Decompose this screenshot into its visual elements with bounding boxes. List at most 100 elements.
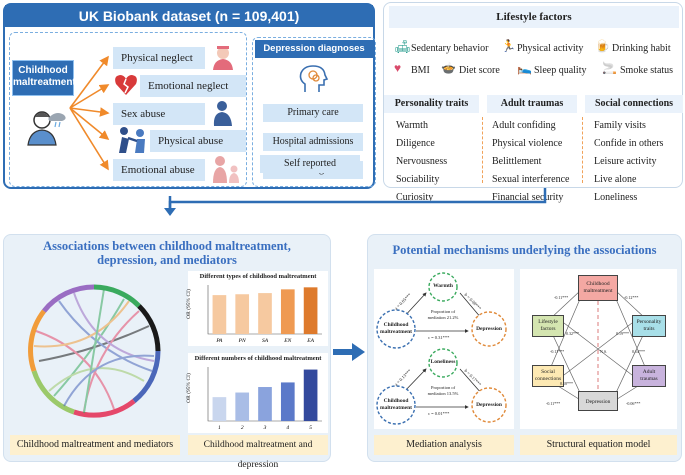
- med1-c: c = 0.31***: [428, 335, 450, 340]
- chart-tick-label: 3: [263, 425, 267, 431]
- associations-title-line2: depression, and mediators: [97, 253, 237, 267]
- sem-coef: 0.14***: [632, 349, 645, 354]
- parent-child-icon: [213, 156, 239, 183]
- sem-coef: -0.11***: [550, 349, 565, 354]
- heart-icon: ♥: [394, 61, 402, 75]
- med2-prop-line2: mediation 13.5%: [427, 391, 459, 396]
- diagnosis-primary-care: Primary care: [263, 104, 363, 122]
- chart-bar: [303, 369, 318, 421]
- social-item: Live alone: [594, 174, 637, 185]
- lifestyle-smoke: Smoke status: [620, 65, 674, 76]
- sem-coef: 0.18***: [560, 381, 573, 386]
- abuse-type-physical-abuse: Physical abuse: [150, 130, 246, 152]
- sem-coef: N.S.: [600, 349, 608, 354]
- abuse-type-sex-abuse: Sex abuse: [113, 103, 205, 125]
- med2-mediator: Loneliness: [430, 359, 456, 365]
- divider-right: [582, 117, 583, 183]
- personality-item: Nervousness: [396, 156, 448, 167]
- sleep-icon: 🛌: [517, 61, 532, 75]
- abuse-arrows: [69, 55, 110, 171]
- lifestyle-physical-activity: Physical activity: [517, 43, 584, 54]
- sem-social-line1: Social: [541, 369, 555, 375]
- mediation-diagram: Warmth Childhood maltreatment Depression…: [374, 269, 514, 429]
- associations-title: Associations between childhood maltreatm…: [4, 239, 330, 267]
- mediation-arrows: [376, 272, 507, 425]
- chart-tick-label: PN: [238, 338, 246, 344]
- chart-numbers-title: Different numbers of childhood maltreatm…: [194, 355, 322, 362]
- sad-child-icon: [27, 111, 66, 146]
- personality-item: Warmth: [396, 120, 428, 131]
- med2-c: c = 0.01***: [428, 411, 450, 416]
- adult-traumas-list: Adult confiding Physical violence Belitt…: [492, 119, 569, 204]
- cm-label-line1: Childhood: [18, 65, 68, 76]
- nurse-icon: [213, 46, 233, 70]
- uk-biobank-panel: UK Biobank dataset (n = 109,401) Childho…: [3, 3, 376, 189]
- med1-outcome: Depression: [476, 326, 502, 332]
- lifestyle-diet: Diet score: [459, 65, 500, 76]
- chart-numbers: Different numbers of childhood maltreatm…: [186, 353, 328, 433]
- social-item: Leisure activity: [594, 156, 657, 167]
- chart-types: Different types of childhood maltreatmen…: [186, 271, 328, 346]
- lifestyle-sedentary: Sedentary behavior: [411, 43, 489, 54]
- personality-traits-title: Personality traits: [384, 95, 479, 113]
- chart-tick-label: 5: [309, 425, 312, 431]
- sem-diagram: Childhood maltreatment Lifestyle factors…: [520, 269, 677, 429]
- med1-exposure: Childhood maltreatment: [378, 322, 414, 336]
- med2-prop: Proportion of mediation 13.5%: [422, 385, 464, 397]
- diagnosis-self-reported: Self reported: [260, 155, 360, 173]
- chart-bar: [235, 392, 250, 421]
- beer-icon: 🍺: [595, 39, 610, 53]
- chart-tick-label: 1: [218, 425, 221, 431]
- sem-lifestyle-line1: Lifestyle: [538, 319, 558, 325]
- chart-types-title: Different types of childhood maltreatmen…: [199, 273, 317, 280]
- personality-item: Diligence: [396, 138, 435, 149]
- social-item: Loneliness: [594, 192, 638, 203]
- chart-tick-label: EN: [283, 338, 291, 344]
- sem-arrows: [549, 290, 647, 402]
- chart-bar: [280, 289, 295, 334]
- med1-exposure-line1: Childhood: [383, 322, 409, 328]
- sitting-person-icon: [213, 101, 232, 126]
- chart-tick-label: PA: [215, 338, 223, 344]
- abuse-type-physical-neglect: Physical neglect: [113, 47, 205, 69]
- med1-prop-line1: Proportion of: [430, 309, 456, 314]
- childhood-maltreatment-section: Childhood maltreatment Physical neglect …: [9, 32, 247, 187]
- uk-biobank-title: UK Biobank dataset (n = 109,401): [5, 5, 373, 27]
- med1-prop-line2: mediation 21.2%: [427, 315, 459, 320]
- sem-adult: Adult traumas: [632, 365, 666, 387]
- sem-center-line2: maltreatment: [583, 288, 613, 294]
- chart-bar: [303, 287, 318, 334]
- mechanisms-panel: Potential mechanisms underlying the asso…: [367, 234, 682, 462]
- fighting-icon: [119, 127, 145, 153]
- social-item: Family visits: [594, 120, 646, 131]
- med2-prop-line1: Proportion of: [430, 385, 456, 390]
- sem-lifestyle: Lifestyle factors: [532, 315, 564, 337]
- abuse-type-emotional-neglect: Emotional neglect: [140, 75, 246, 97]
- sem-coef: -0.06***: [626, 401, 641, 406]
- personality-item: Curiosity: [396, 192, 434, 203]
- runner-icon: 🏃: [501, 39, 516, 53]
- personality-item: Sociability: [396, 174, 440, 185]
- med1-prop: Proportion of mediation 21.2%: [422, 309, 464, 321]
- sem-coef: 0.19***: [616, 331, 629, 336]
- sem-adult-line1: Adult: [642, 369, 656, 375]
- caption-cm-mediators: Childhood maltreatment and mediators: [10, 435, 180, 455]
- med2-outcome: Depression: [476, 402, 502, 408]
- childhood-maltreatment-label: Childhood maltreatment: [12, 60, 76, 96]
- adult-trauma-item: Belittlement: [492, 156, 542, 167]
- diagnosis-hospital-admissions: Hospital admissions: [263, 133, 363, 151]
- chord-diagram: [28, 284, 161, 418]
- personality-list: Warmth Diligence Nervousness Sociability…: [396, 119, 447, 204]
- sofa-icon: 🛋: [394, 39, 411, 54]
- caption-cm-depression: Childhood maltreatment and depression: [188, 435, 328, 470]
- depression-diagnoses-title: Depression diagnoses: [255, 40, 373, 58]
- associations-panel: Associations between childhood maltreatm…: [3, 234, 331, 470]
- chart-tick-label: 4: [286, 424, 289, 431]
- med2-exposure: Childhood maltreatment: [378, 398, 414, 412]
- abuse-type-emotional-abuse: Emotional abuse: [113, 159, 205, 181]
- med1-mediator: Warmth: [433, 283, 453, 289]
- caption-sem: Structural equation model: [520, 435, 677, 455]
- med1-exposure-line2: maltreatment: [380, 329, 412, 335]
